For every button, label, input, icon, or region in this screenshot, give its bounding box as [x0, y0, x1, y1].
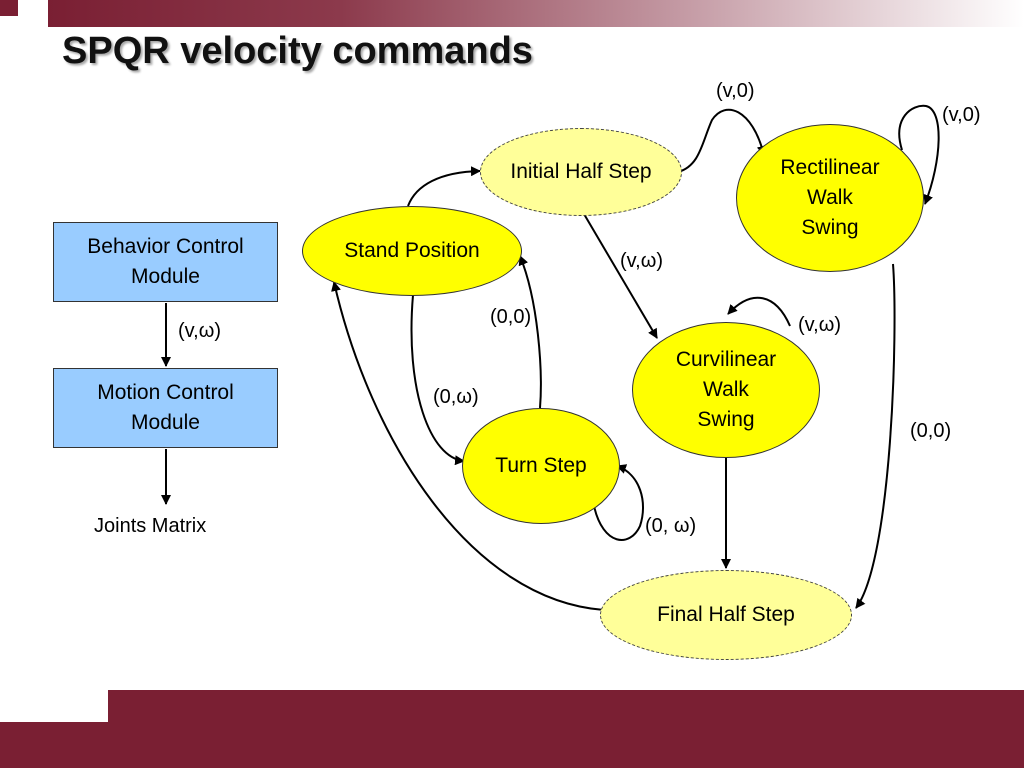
state-curvilinear-walk-swing: Curvilinear Walk Swing	[632, 322, 820, 458]
state-final-half-step: Final Half Step	[600, 570, 852, 660]
arrow-stand-to-turn	[410, 294, 465, 466]
state-turn-step-label: Turn Step	[495, 454, 587, 477]
state-rectilinear-walk-swing-label: Rectilinear Walk Swing	[780, 156, 880, 239]
module-arrow-label: (v,ω)	[178, 320, 222, 342]
arrow-rectilinear-to-final	[855, 263, 896, 609]
bottom-banner	[0, 690, 1024, 768]
bottom-notch-decoration	[0, 690, 108, 722]
arrow-turn-self	[593, 464, 644, 541]
joints-matrix-label: Joints Matrix	[94, 515, 207, 537]
label-rectilinear-self: (v,0)	[942, 104, 981, 126]
slide-title: SPQR velocity commands	[62, 30, 533, 72]
motion-control-module: Motion Control Module	[53, 368, 278, 448]
label-turn-to-stand: (0,0)	[490, 306, 532, 328]
arrow-turn-to-stand	[518, 255, 542, 409]
top-banner	[48, 0, 1024, 27]
behavior-control-module: Behavior Control Module	[53, 222, 278, 302]
arrow-curvilinear-self	[727, 296, 791, 327]
state-initial-half-step-label: Initial Half Step	[510, 160, 652, 183]
corner-square-decoration	[0, 0, 18, 16]
state-initial-half-step: Initial Half Step	[480, 128, 682, 216]
arrow-final-to-stand	[331, 281, 605, 611]
behavior-control-label: Behavior Control Module	[87, 235, 244, 288]
label-rectilinear-to-final: (0,0)	[910, 420, 952, 442]
arrow-initial-to-curvilinear	[583, 213, 658, 339]
label-stand-to-turn: (0,ω)	[433, 386, 479, 408]
arrow-initial-to-rectilinear	[677, 108, 767, 173]
arrow-rectilinear-self	[898, 104, 940, 205]
state-turn-step: Turn Step	[462, 408, 620, 524]
label-initial-to-curvilinear: (v,ω)	[620, 250, 664, 272]
state-stand-position-label: Stand Position	[344, 239, 480, 262]
label-turn-self: (0, ω)	[645, 515, 697, 537]
state-stand-position: Stand Position	[302, 206, 522, 296]
state-rectilinear-walk-swing: Rectilinear Walk Swing	[736, 124, 924, 272]
arrow-stand-to-initial	[407, 166, 481, 207]
state-curvilinear-walk-swing-label: Curvilinear Walk Swing	[675, 348, 777, 431]
label-initial-to-rectilinear: (v,0)	[716, 80, 755, 102]
motion-control-label: Motion Control Module	[97, 381, 234, 434]
label-curvilinear-self: (v,ω)	[798, 314, 842, 336]
state-final-half-step-label: Final Half Step	[657, 603, 795, 626]
